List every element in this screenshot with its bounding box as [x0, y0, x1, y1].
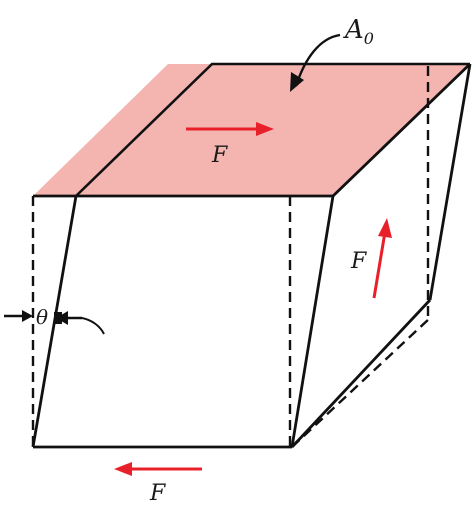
bottom-force-label: F [149, 481, 166, 506]
top-force-arrow [186, 122, 274, 136]
area-leader-arrow [290, 33, 341, 92]
bottom-force-arrow [114, 462, 202, 476]
side-force-arrow [372, 218, 392, 299]
angle-label: θ [36, 305, 48, 329]
original-block-dashed-edges [31, 66, 431, 448]
area-label: A0 [343, 15, 374, 48]
top-force-label: F [211, 143, 228, 168]
top-face-original-edges [75, 62, 470, 197]
angle-indicator [4, 310, 105, 335]
side-force-label: F [350, 249, 367, 274]
